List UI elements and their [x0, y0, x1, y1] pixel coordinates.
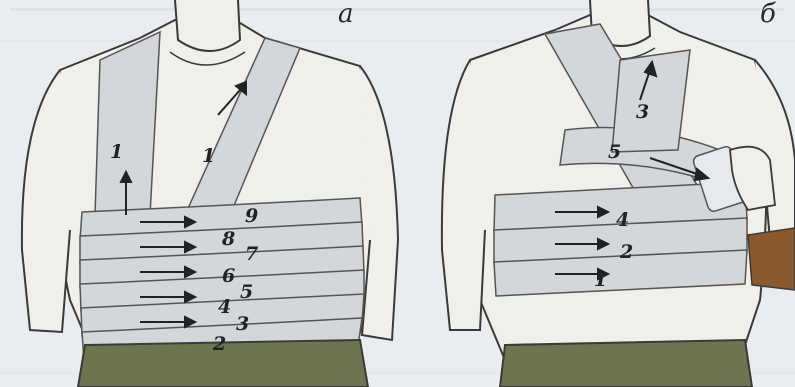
tour-number-a-1-diagonal: 1 — [202, 145, 215, 167]
trousers-b — [500, 340, 752, 387]
tour-number-a-1-vertical: 1 — [110, 141, 123, 163]
tour-number-a-8: 8 — [221, 228, 235, 250]
panel-b-label: б — [760, 0, 776, 29]
tour-number-b-3: 3 — [636, 101, 649, 123]
tour-number-a-3: 3 — [236, 313, 249, 335]
tour-number-a-6: 6 — [222, 265, 235, 287]
tour-number-b-4: 4 — [616, 209, 629, 231]
panel-a: а 1 1 2 3 4 5 6 7 8 9 — [22, 0, 398, 387]
tour-number-a-2: 2 — [212, 333, 226, 355]
neck-a — [175, 0, 240, 51]
tour-number-a-5: 5 — [240, 281, 253, 303]
vertical-strip-a — [95, 32, 160, 215]
panel-b: б 1 2 3 4 5 — [442, 0, 795, 387]
tour-number-b-2: 2 — [619, 241, 633, 263]
sleeve-b — [748, 228, 795, 290]
tour-number-a-4: 4 — [218, 296, 231, 318]
tour-number-a-9: 9 — [245, 205, 258, 227]
tour-number-b-5: 5 — [608, 141, 621, 163]
tour-number-a-7: 7 — [245, 243, 258, 265]
panel-a-label: а — [338, 0, 354, 29]
tour-number-b-1: 1 — [594, 269, 607, 291]
